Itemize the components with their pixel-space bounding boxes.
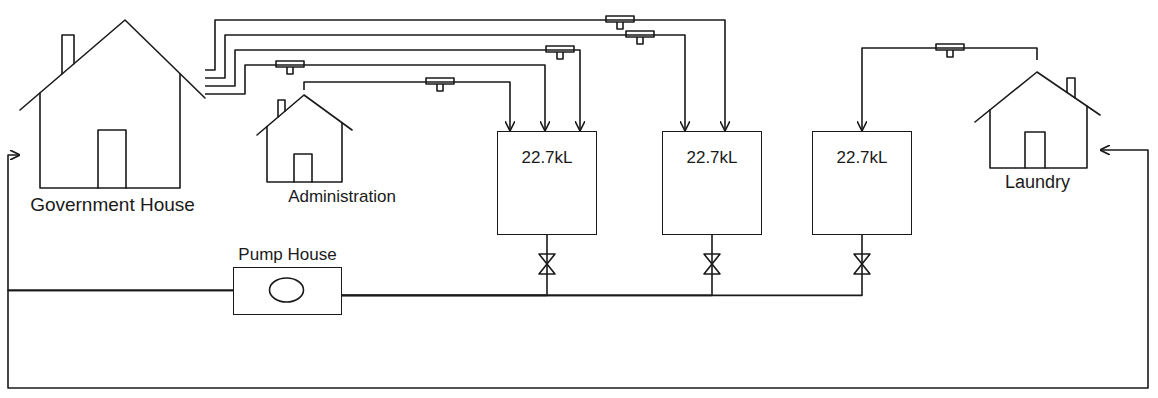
building-outline: [975, 60, 1100, 170]
valves: [539, 254, 870, 274]
water-pipe: [8, 150, 1148, 388]
water-tank: 22.7kL: [497, 131, 597, 235]
label-wrap: Government House: [20, 10, 205, 217]
building-stroke: [20, 20, 205, 110]
building-outline: [252, 90, 432, 185]
building-stroke: [278, 100, 285, 117]
building-stroke: [257, 95, 352, 135]
pump-circle: [270, 278, 304, 302]
water-pipe: [342, 235, 547, 295]
water-pipe: [205, 50, 580, 131]
building-stroke: [98, 130, 126, 188]
building-stroke: [975, 72, 1100, 122]
pump-house: Pump House: [233, 245, 342, 315]
building-stroke: [294, 154, 312, 182]
water-pipe: [342, 235, 712, 295]
label-wrap: Laundry: [975, 60, 1100, 194]
building-stroke: [990, 106, 1087, 168]
building-outline: [20, 10, 205, 192]
water-pipe: [205, 20, 725, 131]
water-pipe: [205, 65, 545, 131]
diverter-symbol: [276, 61, 304, 74]
building-stroke: [267, 123, 342, 182]
node-label: Government House: [30, 194, 195, 217]
building-stroke: [1067, 78, 1075, 98]
pump-symbol: [234, 268, 343, 316]
building-stroke: [40, 74, 180, 188]
node-label: 22.7kL: [836, 148, 887, 168]
government-house: Government House: [20, 10, 205, 217]
node-label: 22.7kL: [521, 148, 572, 168]
laundry-building: Laundry: [975, 60, 1100, 194]
water-tank: 22.7kL: [812, 131, 912, 235]
pump-box: [233, 267, 342, 315]
diverter-symbol: [426, 78, 454, 91]
node-label: Pump House: [238, 245, 336, 265]
edge-group: [8, 20, 1148, 388]
water-pipe: [304, 82, 510, 131]
diverter-symbol: [546, 46, 574, 59]
administration-building: Administration: [252, 90, 432, 207]
diverter-symbol: [626, 31, 654, 44]
water-pipe: [862, 48, 1037, 131]
diverter-symbol: [606, 16, 634, 29]
water-tank: 22.7kL: [662, 131, 762, 235]
first-flush-diverters: [276, 16, 964, 91]
water-pipe: [205, 35, 685, 131]
water-pipe: [8, 155, 233, 290]
water-pipe: [342, 235, 862, 295]
diverter-symbol: [936, 44, 964, 57]
building-stroke: [1025, 132, 1045, 168]
node-label: Administration: [288, 187, 396, 207]
building-stroke: [62, 35, 74, 74]
node-label: 22.7kL: [686, 148, 737, 168]
node-label: Laundry: [1005, 172, 1070, 194]
label-wrap: Administration: [252, 90, 432, 207]
